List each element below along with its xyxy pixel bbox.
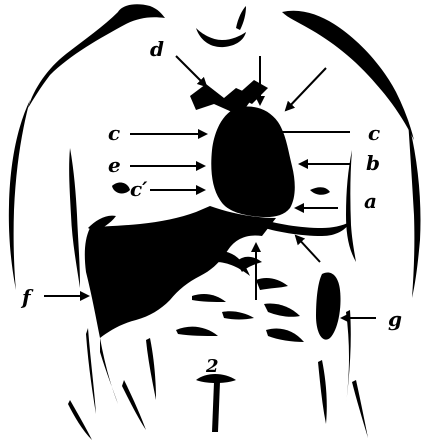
arrow-top-diagonal [286, 68, 326, 110]
right-neck-shoulder-stroke [282, 11, 414, 140]
left-torso-edge-stroke [69, 148, 80, 288]
neck-notch-stroke [196, 28, 246, 47]
heart-dullness-region [211, 107, 295, 218]
navel-mark-text: 2 [205, 356, 219, 377]
label-d: d [150, 37, 164, 61]
heart [190, 80, 295, 217]
navel-stem [212, 382, 220, 432]
left-arm-stroke [9, 100, 30, 290]
sternal-tick [236, 6, 246, 30]
label-a: a [364, 189, 377, 213]
arrow-lower-diagonal [296, 236, 320, 262]
label-b: b [366, 151, 380, 175]
label-g: g [388, 307, 402, 331]
stomach-small-mark [310, 187, 330, 195]
labels: d c c e b c′ a f g [20, 37, 402, 331]
label-c-prime: c′ [130, 177, 148, 201]
left-neck-shoulder-stroke [28, 4, 165, 108]
navel-bar [196, 374, 236, 383]
right-liver-small-mark [112, 183, 130, 194]
navel-marker: 2 [196, 356, 236, 432]
label-f: f [20, 285, 34, 309]
label-c-left: c [108, 121, 120, 145]
spleen-region [316, 273, 341, 340]
label-e: e [108, 153, 121, 177]
label-c-right: c [368, 121, 380, 145]
right-torso-edge-stroke [346, 150, 356, 262]
right-arm-stroke [408, 120, 421, 298]
arrow-d [176, 56, 206, 86]
